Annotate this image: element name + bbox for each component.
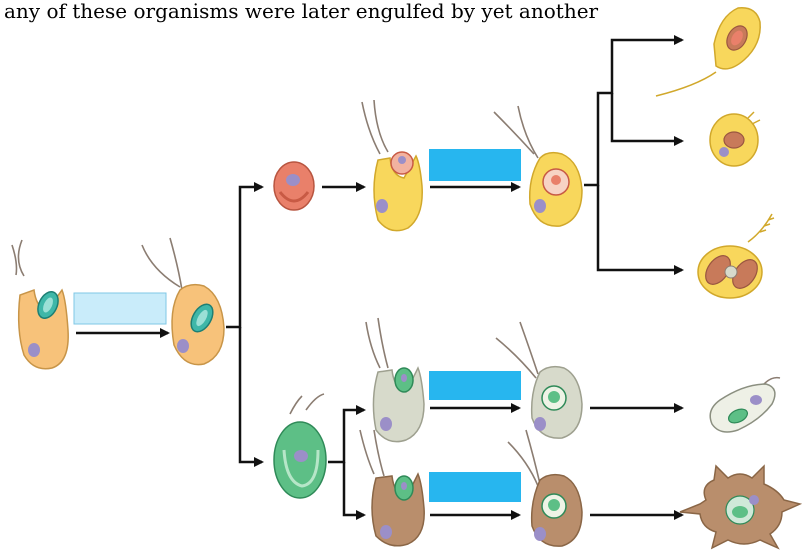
cell-engulfing-green-alga-gray bbox=[365, 317, 425, 443]
label-box-secondary-red bbox=[429, 149, 521, 181]
cell-engulfing-red-alga bbox=[361, 99, 423, 232]
arrow-green-lower bbox=[342, 462, 366, 520]
arrow-branch-red bbox=[226, 182, 264, 329]
arrow-branch-green bbox=[238, 327, 264, 467]
host-cell-engulfing bbox=[11, 239, 69, 370]
header-text-fragment: any of these organisms were later engulf… bbox=[4, 0, 599, 23]
euglenid bbox=[709, 376, 781, 433]
chlorarachniophyte bbox=[679, 464, 802, 550]
cell-secondary-green-plastid-brown bbox=[507, 429, 583, 547]
label-box-secondary-green-2 bbox=[429, 472, 521, 502]
apicomplexan bbox=[709, 111, 761, 167]
arrow-to-stramenopile bbox=[596, 185, 684, 275]
label-box-primary bbox=[73, 292, 167, 325]
green-alga bbox=[273, 393, 327, 499]
cell-engulfing-green-alga-brown bbox=[359, 429, 425, 547]
arrow-to-dinoflagellate bbox=[584, 35, 684, 187]
stramenopile bbox=[697, 213, 775, 299]
label-box-secondary-green-1 bbox=[429, 371, 521, 400]
arrow-to-apicomplexan bbox=[610, 93, 684, 146]
red-alga bbox=[273, 161, 315, 211]
arrow-green-upper bbox=[328, 405, 366, 464]
dinoflagellate bbox=[655, 7, 761, 97]
cell-secondary-red-plastid bbox=[493, 105, 583, 227]
cell-secondary-green-plastid-gray bbox=[495, 321, 583, 439]
arrows bbox=[76, 35, 684, 520]
cell-primary-plastid bbox=[141, 237, 225, 366]
